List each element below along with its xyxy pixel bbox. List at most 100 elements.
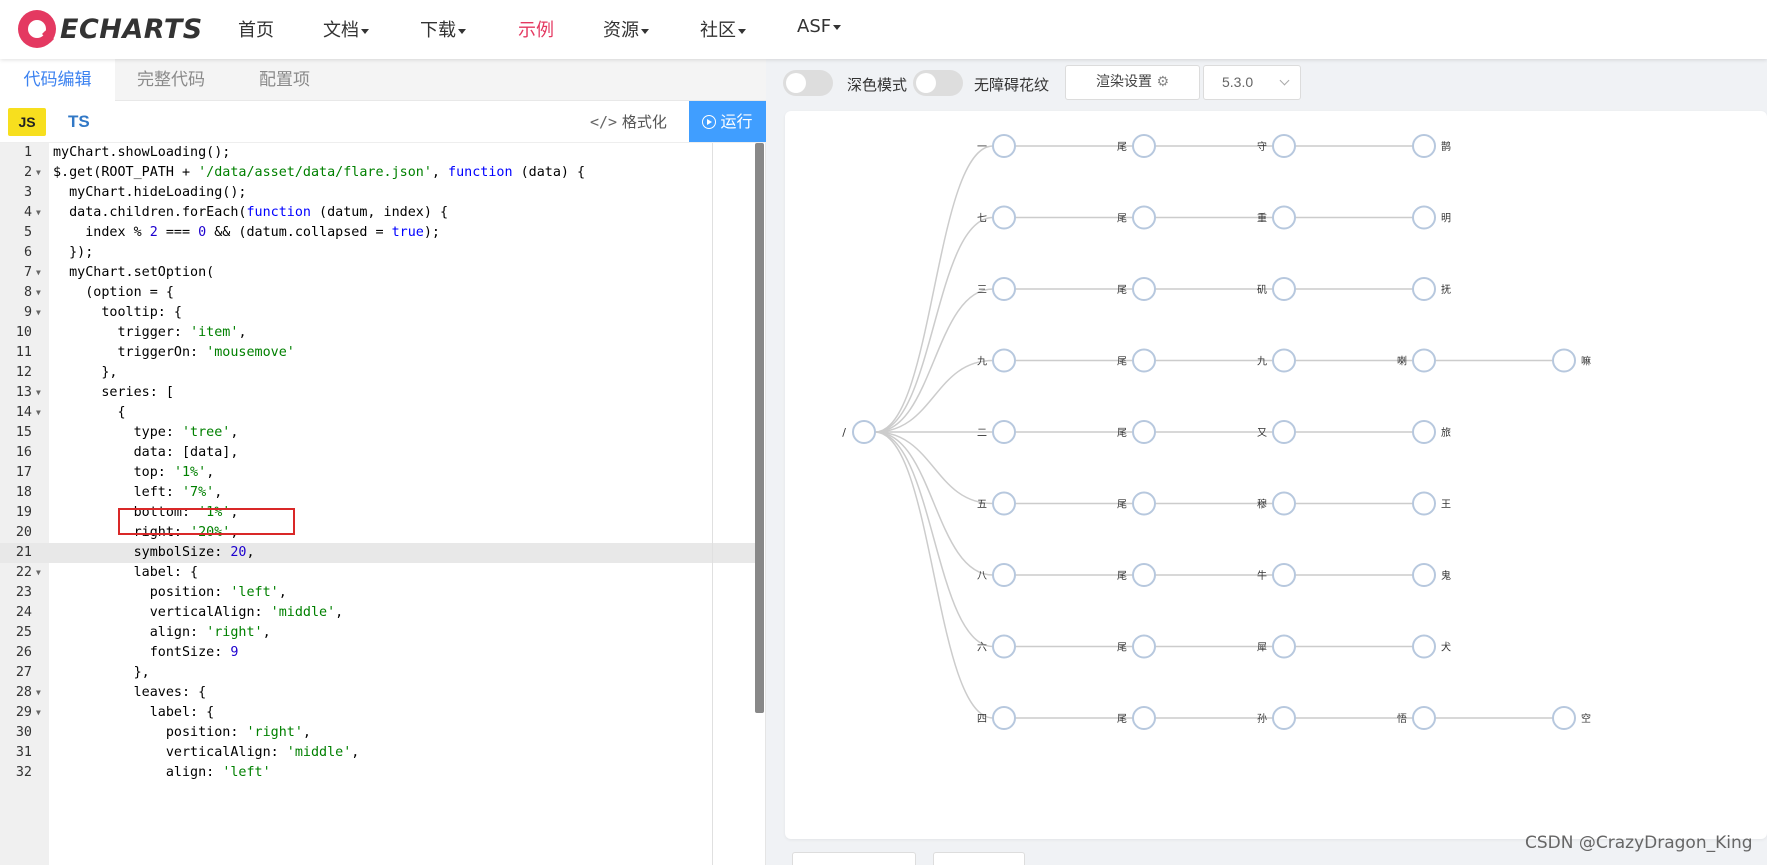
code-line[interactable]: 13▼ series: [: [0, 383, 756, 403]
tree-node[interactable]: [992, 134, 1016, 158]
tree-node[interactable]: [1272, 134, 1296, 158]
tree-node[interactable]: [1552, 348, 1576, 373]
dark-mode-toggle[interactable]: [783, 70, 833, 96]
code-line[interactable]: 28▼ leaves: {: [0, 683, 756, 703]
code-line[interactable]: 12 },: [0, 363, 756, 383]
tree-node[interactable]: [1412, 634, 1436, 659]
tree-node[interactable]: [1412, 348, 1436, 373]
chart-container[interactable]: /一尾守鹊七尾重明三尾矶抚九尾九喇嘛二尾又旅五尾穆王八尾牛鬼六尾犀犬四尾孙悟空: [785, 111, 1767, 839]
tree-node[interactable]: [992, 205, 1016, 230]
code-line[interactable]: 22▼ label: {: [0, 563, 756, 583]
tree-node[interactable]: [1412, 706, 1436, 730]
code-line[interactable]: 21 symbolSize: 20,: [0, 543, 756, 563]
tab-options[interactable]: 配置项: [259, 70, 310, 90]
code-line[interactable]: 10 trigger: 'item',: [0, 323, 756, 343]
tree-node[interactable]: [1272, 706, 1296, 730]
code-line[interactable]: 6 });: [0, 243, 756, 263]
tree-node[interactable]: [1132, 706, 1156, 730]
render-settings-button[interactable]: 渲染设置 ⚙: [1065, 65, 1200, 100]
tree-node[interactable]: [992, 277, 1016, 301]
ts-lang-button[interactable]: TS: [68, 112, 90, 131]
tree-node[interactable]: [1132, 563, 1156, 587]
fold-arrow-icon[interactable]: ▼: [36, 388, 41, 397]
tree-node[interactable]: [1272, 205, 1296, 230]
fold-arrow-icon[interactable]: ▼: [36, 168, 41, 177]
fold-arrow-icon[interactable]: ▼: [36, 208, 41, 217]
tree-node[interactable]: [1132, 634, 1156, 659]
code-line[interactable]: 16 data: [data],: [0, 443, 756, 463]
code-line[interactable]: 31 verticalAlign: 'middle',: [0, 743, 756, 763]
tree-node[interactable]: [1412, 134, 1436, 158]
run-button[interactable]: 运行: [689, 101, 766, 142]
code-line[interactable]: 14▼ {: [0, 403, 756, 423]
js-lang-button[interactable]: JS: [8, 108, 46, 136]
code-line[interactable]: 29▼ label: {: [0, 703, 756, 723]
tree-node[interactable]: [1132, 491, 1156, 516]
nav-item-3[interactable]: 示例: [518, 16, 554, 42]
code-line[interactable]: 19 bottom: '1%',: [0, 503, 756, 523]
code-line[interactable]: 18 left: '7%',: [0, 483, 756, 503]
tree-chart[interactable]: /一尾守鹊七尾重明三尾矶抚九尾九喇嘛二尾又旅五尾穆王八尾牛鬼六尾犀犬四尾孙悟空: [785, 111, 1767, 839]
code-line[interactable]: 25 align: 'right',: [0, 623, 756, 643]
code-line[interactable]: 26 fontSize: 9: [0, 643, 756, 663]
code-line[interactable]: 2▼$.get(ROOT_PATH + '/data/asset/data/fl…: [0, 163, 756, 183]
code-line[interactable]: 17 top: '1%',: [0, 463, 756, 483]
tree-node[interactable]: [1272, 634, 1296, 659]
code-line[interactable]: 15 type: 'tree',: [0, 423, 756, 443]
echarts-logo[interactable]: ECHARTS: [18, 8, 203, 50]
tree-node[interactable]: [1412, 420, 1436, 444]
code-line[interactable]: 32 align: 'left': [0, 763, 756, 783]
tree-node[interactable]: [1272, 277, 1296, 301]
tree-node[interactable]: [1412, 491, 1436, 516]
bottom-button-2[interactable]: [933, 852, 1025, 865]
fold-arrow-icon[interactable]: ▼: [36, 408, 41, 417]
code-line[interactable]: 3 myChart.hideLoading();: [0, 183, 756, 203]
tree-node[interactable]: [1272, 420, 1296, 444]
fold-arrow-icon[interactable]: ▼: [36, 268, 41, 277]
code-line[interactable]: 8▼ (option = {: [0, 283, 756, 303]
fold-arrow-icon[interactable]: ▼: [36, 288, 41, 297]
tree-node[interactable]: [1132, 348, 1156, 373]
tree-node[interactable]: [1552, 706, 1576, 730]
tree-node[interactable]: [992, 348, 1016, 373]
a11y-pattern-toggle[interactable]: [913, 70, 963, 96]
code-line[interactable]: 9▼ tooltip: {: [0, 303, 756, 323]
code-line[interactable]: 7▼ myChart.setOption(: [0, 263, 756, 283]
code-line[interactable]: 24 verticalAlign: 'middle',: [0, 603, 756, 623]
code-line[interactable]: 4▼ data.children.forEach(function (datum…: [0, 203, 756, 223]
fold-arrow-icon[interactable]: ▼: [36, 708, 41, 717]
tab-full-code[interactable]: 完整代码: [137, 70, 205, 90]
nav-item-4[interactable]: 资源: [603, 16, 649, 42]
code-line[interactable]: 30 position: 'right',: [0, 723, 756, 743]
tree-node[interactable]: [1412, 563, 1436, 587]
fold-arrow-icon[interactable]: ▼: [36, 308, 41, 317]
tree-node[interactable]: [1132, 134, 1156, 158]
tree-node[interactable]: [1412, 205, 1436, 230]
fold-arrow-icon[interactable]: ▼: [36, 688, 41, 697]
tree-node[interactable]: [1132, 277, 1156, 301]
editor-scrollbar[interactable]: [755, 143, 764, 713]
tree-node[interactable]: [992, 634, 1016, 659]
version-select[interactable]: 5.3.0: [1203, 65, 1301, 100]
tree-node[interactable]: [1412, 277, 1436, 301]
nav-item-2[interactable]: 下载: [420, 16, 466, 42]
format-button[interactable]: </> 格式化: [590, 111, 667, 132]
tree-node[interactable]: [1272, 563, 1296, 587]
nav-item-6[interactable]: ASF: [797, 16, 842, 37]
tree-node[interactable]: [1132, 205, 1156, 230]
bottom-button-1[interactable]: [792, 852, 916, 865]
tab-code-edit[interactable]: 代码编辑: [0, 59, 115, 102]
tree-node[interactable]: [992, 491, 1016, 516]
code-line[interactable]: 20 right: '20%',: [0, 523, 756, 543]
tree-node[interactable]: [992, 563, 1016, 587]
code-line[interactable]: 27 },: [0, 663, 756, 683]
nav-item-0[interactable]: 首页: [238, 16, 274, 42]
tree-node[interactable]: [992, 420, 1016, 444]
tree-node[interactable]: [992, 706, 1016, 730]
tree-node[interactable]: [1132, 420, 1156, 444]
fold-arrow-icon[interactable]: ▼: [36, 568, 41, 577]
tree-node[interactable]: [1272, 491, 1296, 516]
nav-item-1[interactable]: 文档: [323, 16, 369, 42]
nav-item-5[interactable]: 社区: [700, 16, 746, 42]
